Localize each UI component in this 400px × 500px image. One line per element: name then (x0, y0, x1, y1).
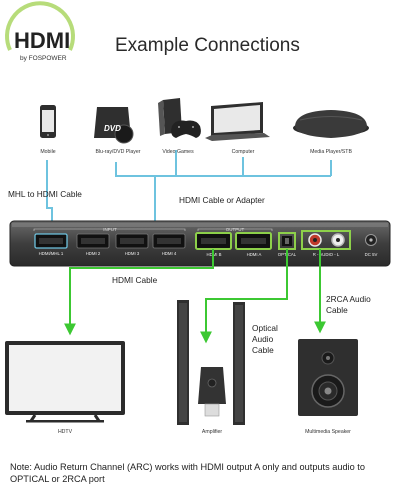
input-port-label: HDMI 2 (86, 251, 101, 256)
output-label-amplifier: Amplifier (202, 429, 222, 435)
optical-out-line (200, 249, 288, 344)
game-console-icon (158, 98, 201, 138)
source-mobile: Mobile (40, 105, 56, 155)
output-port-label: HDMI B (206, 252, 221, 257)
dvd-player-icon: DVD (94, 107, 134, 144)
dc-power-port: DC 5V (365, 234, 378, 257)
blue-cable-lines (46, 150, 332, 233)
hdmi-switch: INPUT OUTPUT HDMI/MHL 1 HDMI 2 HDMI 3 HD… (9, 220, 391, 267)
source-label-mobile: Mobile (40, 149, 55, 155)
output-port-label: HDMI A (247, 252, 262, 257)
mobile-phone-icon (40, 105, 56, 138)
output-amplifier: Amplifier (177, 300, 245, 435)
output-group-label: OUTPUT (226, 227, 245, 232)
input-port-2: HDMI 2 (76, 233, 110, 256)
input-group-label: INPUT (103, 227, 117, 232)
hdmi-logo: HDMI by FOSPOWER (5, 1, 75, 62)
source-label-games: Video Games (162, 149, 194, 155)
rca-cable-label: 2RCA Audio Cable (326, 294, 371, 315)
output-hdtv: HDTV (5, 341, 125, 435)
optical-cable-label-line: Optical (252, 323, 278, 333)
power-port-label: DC 5V (365, 252, 378, 257)
svg-text:DVD: DVD (104, 124, 121, 133)
mhl-cable-label: MHL to HDMI Cable (8, 189, 82, 199)
tv-icon (5, 341, 125, 423)
logo-text: HDMI (14, 28, 70, 53)
source-bus-line (115, 162, 331, 177)
hdmi-adapter-cable-label: HDMI Cable or Adapter (179, 195, 265, 205)
input-port-label: HDMI 4 (162, 251, 177, 256)
audio-port-label: R - AUDIO - L (313, 252, 340, 257)
output-port-a: HDMI A (235, 232, 272, 257)
source-label-media-player: Media Player/STB (310, 149, 352, 155)
speaker-icon (298, 339, 358, 416)
input-port-label: HDMI 3 (125, 251, 140, 256)
rca-audio-ports: R - AUDIO - L (301, 230, 351, 257)
hdmi-cable-label: HDMI Cable (112, 275, 158, 285)
input-port-3: HDMI 3 (115, 233, 149, 256)
green-cable-lines (64, 249, 326, 344)
optical-cable-label-line: Audio (252, 334, 274, 344)
input-port-4: HDMI 4 (152, 233, 186, 256)
rca-cable-label-line: 2RCA Audio (326, 294, 371, 304)
arc-note: Note: Audio Return Channel (ARC) works w… (10, 462, 365, 484)
optical-cable-label-line: Cable (252, 345, 274, 355)
input-port-label: HDMI/MHL 1 (39, 251, 64, 256)
page-title: Example Connections (115, 35, 300, 56)
source-dvd: DVD Blu-ray/DVD Player (94, 107, 141, 155)
laptop-icon (205, 102, 270, 141)
source-computer: Computer (205, 102, 270, 155)
source-label-computer: Computer (232, 149, 255, 155)
amplifier-icon (177, 300, 245, 425)
output-speaker: Multimedia Speaker (298, 339, 358, 435)
source-games: Video Games (158, 98, 201, 155)
output-label-speaker: Multimedia Speaker (305, 429, 351, 435)
source-label-dvd: Blu-ray/DVD Player (96, 149, 141, 155)
source-media-player: Media Player/STB (293, 110, 369, 155)
media-player-icon (293, 110, 369, 138)
logo-arc-icon (5, 1, 75, 51)
output-label-hdtv: HDTV (58, 429, 73, 435)
logo-subtext: by FOSPOWER (20, 55, 67, 62)
rca-cable-label-line: Cable (326, 305, 348, 315)
input-port-1: HDMI/MHL 1 (34, 233, 68, 256)
hdmi-out-line (64, 249, 214, 336)
mhl-cable-line (46, 160, 53, 230)
optical-cable-label: Optical Audio Cable (252, 323, 278, 355)
